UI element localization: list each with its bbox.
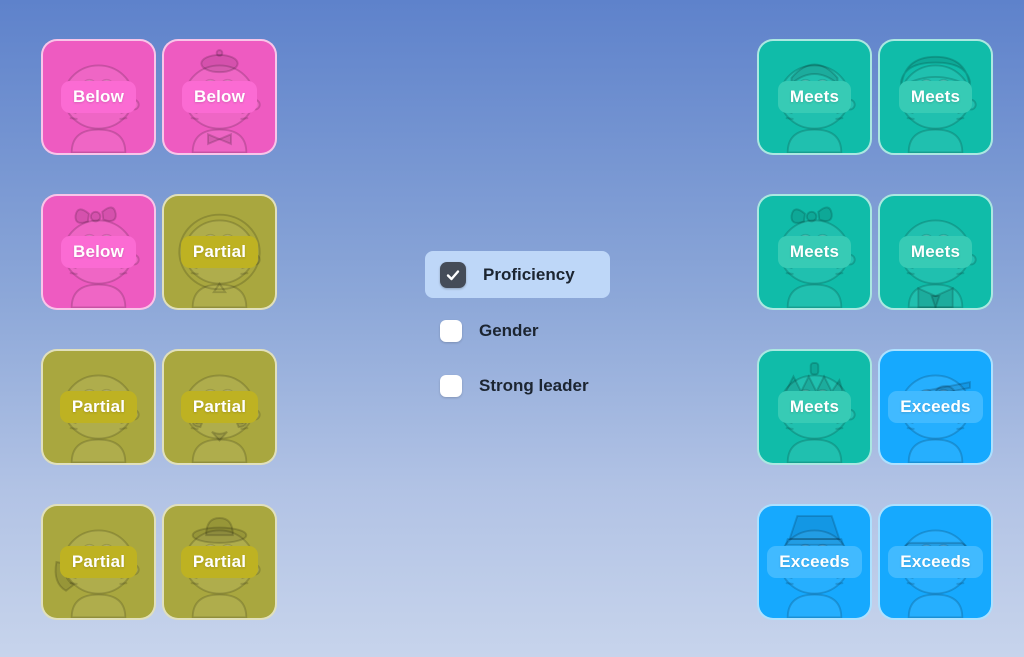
avatar-card-below[interactable]: Below — [41, 194, 156, 310]
status-label: Partial — [180, 546, 259, 578]
checkbox-unchecked[interactable] — [440, 374, 462, 397]
status-label: Partial — [59, 391, 138, 423]
status-label: Below — [60, 236, 137, 268]
filter-label: Proficiency — [483, 264, 575, 284]
status-label: Below — [60, 81, 137, 113]
filter-label: Strong leader — [479, 375, 589, 395]
status-label: Partial — [180, 236, 259, 268]
avatar-card-meets[interactable]: Meets — [757, 349, 872, 465]
avatar-card-partial[interactable]: Partial — [41, 349, 156, 465]
avatar-card-exceeds[interactable]: Exceeds — [757, 504, 872, 620]
right-card-grid: Meets Meets — [757, 39, 993, 620]
avatar-card-below[interactable]: Below — [162, 39, 277, 155]
filter-panel: Proficiency Gender Strong leader — [425, 251, 610, 408]
status-label: Meets — [898, 236, 973, 268]
status-label: Meets — [777, 236, 852, 268]
status-label: Exceeds — [888, 391, 983, 423]
left-card-grid: Below Below — [41, 39, 277, 620]
status-label: Meets — [777, 391, 852, 423]
filter-option-proficiency[interactable]: Proficiency — [425, 251, 610, 298]
avatar-card-partial[interactable]: Partial — [162, 194, 277, 310]
avatar-card-meets[interactable]: Meets — [757, 194, 872, 310]
avatar-card-partial[interactable]: Partial — [162, 504, 277, 620]
checkbox-unchecked[interactable] — [440, 319, 462, 342]
status-label: Below — [181, 81, 258, 113]
avatar-card-exceeds[interactable]: Exceeds — [878, 504, 993, 620]
avatar-card-meets[interactable]: Meets — [878, 39, 993, 155]
avatar-card-partial[interactable]: Partial — [41, 504, 156, 620]
status-label: Exceeds — [888, 546, 983, 578]
filter-label: Gender — [479, 320, 539, 340]
filter-option-gender[interactable]: Gender — [425, 308, 610, 353]
status-label: Exceeds — [767, 546, 862, 578]
avatar-card-exceeds[interactable]: Exceeds — [878, 349, 993, 465]
status-label: Meets — [898, 81, 973, 113]
avatar-card-meets[interactable]: Meets — [878, 194, 993, 310]
checkbox-checked[interactable] — [440, 261, 466, 288]
avatar-card-partial[interactable]: Partial — [162, 349, 277, 465]
status-label: Partial — [59, 546, 138, 578]
filter-option-strong-leader[interactable]: Strong leader — [425, 363, 610, 408]
status-label: Meets — [777, 81, 852, 113]
check-icon — [446, 269, 460, 280]
status-label: Partial — [180, 391, 259, 423]
avatar-card-below[interactable]: Below — [41, 39, 156, 155]
avatar-card-meets[interactable]: Meets — [757, 39, 872, 155]
